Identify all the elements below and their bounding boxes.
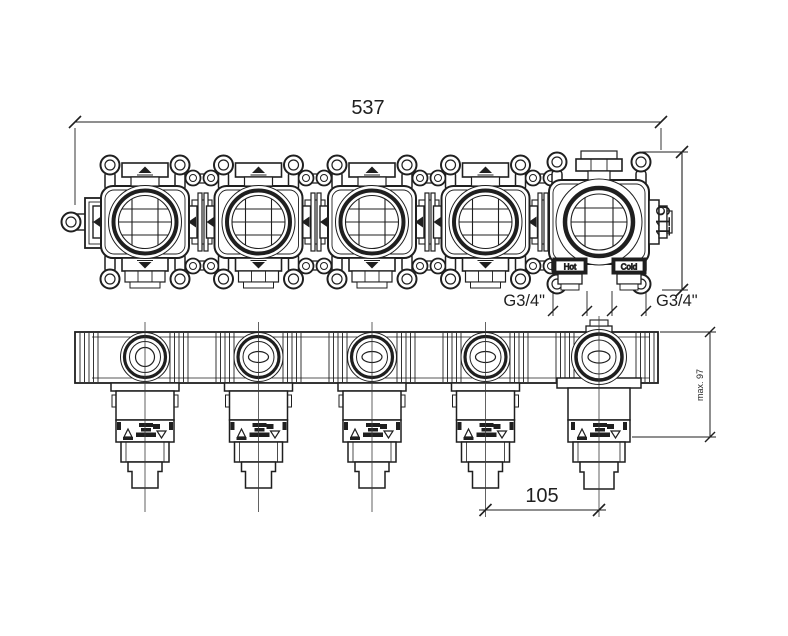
thermostatic-module: Hot Cold (546, 150, 673, 295)
max-depth-value: max. 97 (695, 369, 705, 401)
thread-right-value: G3/4" (656, 292, 698, 310)
centerlines (144, 316, 600, 517)
hot-label: Hot (564, 263, 577, 272)
hot-port: Hot (552, 257, 588, 291)
valve-module-3 (320, 156, 424, 289)
dimension-overall-width: 537 (68, 97, 668, 205)
dimension-spacing: 105 (478, 485, 606, 517)
dimension-max-depth: max. 97 (632, 326, 716, 443)
dimension-height: 119 (642, 145, 689, 297)
thread-left-value: G3/4" (503, 292, 545, 310)
spacing-value: 105 (525, 485, 558, 507)
cold-label: Cold (621, 263, 637, 272)
cold-port: Cold (611, 257, 647, 291)
top-view (74, 316, 659, 517)
height-value: 119 (653, 205, 675, 237)
valve-module-2 (207, 156, 311, 289)
front-view: Hot Cold (60, 150, 673, 295)
dimension-threads: G3/4" G3/4" (503, 291, 698, 317)
overall-width-value: 537 (351, 97, 384, 119)
valve-module-4 (434, 156, 538, 289)
valve-module-1 (93, 156, 197, 289)
